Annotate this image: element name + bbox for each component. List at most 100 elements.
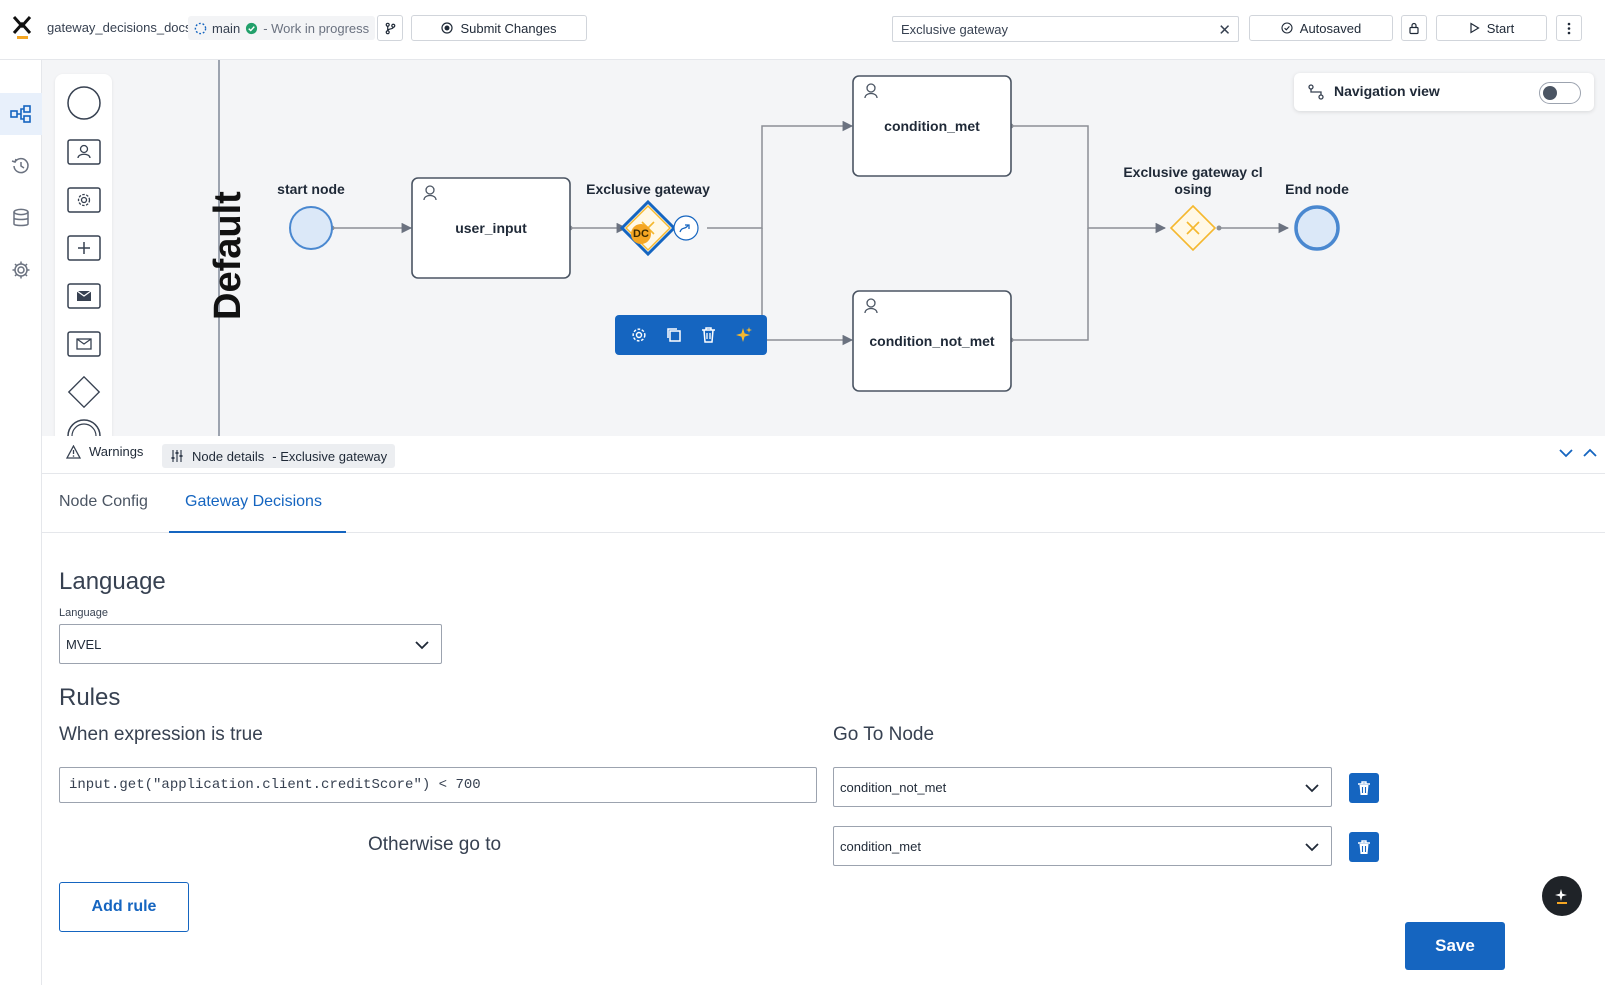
start-label: Start [1486,20,1515,36]
palette-subprocess[interactable] [67,231,101,265]
chevron-down-icon [1305,784,1319,793]
work-status: - Work in progress [263,20,370,36]
palette-start-event[interactable] [67,86,101,120]
chevron-down-icon [415,641,429,650]
delete-otherwise-button[interactable] [1349,832,1379,862]
go-to-node-label: Go To Node [833,724,935,745]
warnings-tab[interactable]: Warnings [66,444,143,459]
diamond-gateway-icon [67,375,101,409]
node-details-tab[interactable]: Node details - Exclusive gateway [162,444,396,468]
navigation-view-toggle[interactable] [1539,82,1581,104]
chevron-down-icon [1305,843,1319,852]
lock-button[interactable] [1401,15,1427,41]
rail-item-data[interactable] [0,197,42,239]
spinner-icon [194,22,207,34]
submit-changes-label: Submit Changes [460,20,557,36]
when-expression-label: When expression is true [59,724,263,745]
sliders-icon [171,450,183,462]
close-icon[interactable]: ✕ [1218,22,1231,39]
palette-gateway[interactable] [67,375,101,409]
end-node-label: End node [1285,181,1349,197]
check-circle-outline-icon [1281,22,1293,34]
flow-gateway-to-not-met [761,228,854,346]
rule-target-select[interactable]: condition_not_met [833,767,1332,807]
rail-item-history[interactable] [0,145,42,187]
condition-not-met-label: condition_not_met [869,333,995,349]
user-icon [423,185,437,201]
palette-receive-message[interactable] [67,327,101,361]
save-button[interactable]: Save [1405,922,1505,970]
settings-icon [12,261,30,279]
autosaved-label: Autosaved [1299,20,1362,36]
copy-icon[interactable] [662,323,686,347]
sparkle-ai-icon[interactable] [732,323,756,347]
message-receive-icon [67,331,101,357]
radio-dot-icon [441,22,454,34]
user-icon [864,298,878,314]
process-canvas[interactable]: Default [42,60,1605,436]
play-icon [1470,22,1480,34]
ai-assistant-button[interactable] [1542,876,1582,916]
navigation-view-label: Navigation view [1334,83,1440,99]
submit-changes-button[interactable]: Submit Changes [411,15,587,41]
flow-gateway-to-met [707,120,854,229]
user-input-task-shape [411,177,571,279]
settings-icon[interactable] [627,323,651,347]
node-details-label: Node details [192,448,265,464]
palette-send-message[interactable] [67,279,101,313]
more-options-button[interactable] [1556,15,1582,41]
process-diagram-icon [10,105,31,123]
toggle-knob [1543,86,1557,100]
circle-event-icon [67,86,101,120]
condition-met-task-shape [852,75,1012,177]
search-input[interactable]: Exclusive gateway ✕ [892,16,1239,42]
search-value: Exclusive gateway [901,21,1008,37]
closing-gateway-label: Exclusive gateway cl osing [1108,164,1278,198]
branch-name: main [212,20,241,36]
timer-event-icon [67,419,101,436]
language-heading: Language [59,568,166,595]
trash-icon[interactable] [697,323,721,347]
start-button[interactable]: Start [1436,15,1547,41]
plus-box-icon [67,235,101,261]
delete-rule-button[interactable] [1349,773,1379,803]
start-event-shape [289,206,333,250]
palette-user-task[interactable] [67,135,101,169]
history-icon [11,157,29,174]
language-select[interactable]: MVEL [59,624,442,664]
otherwise-label: Otherwise go to [368,834,502,855]
closing-gateway-label-line1: Exclusive gateway cl [1123,164,1263,180]
panel-resize-controls [1557,444,1599,462]
top-bar: gateway_decisions_docs main - Work in pr… [0,0,1605,60]
gateway-label: Exclusive gateway [586,181,710,197]
navigation-view-card: Navigation view [1294,73,1594,111]
active-tab-indicator [169,531,346,533]
tab-node-config[interactable]: Node Config [59,493,148,510]
route-icon [1308,84,1324,100]
palette-timer-event[interactable] [67,419,101,436]
palette-service-task[interactable] [67,183,101,217]
project-name[interactable]: gateway_decisions_docs [47,20,192,35]
autosaved-indicator[interactable]: Autosaved [1249,15,1393,41]
rail-item-settings[interactable] [0,249,42,291]
tab-gateway-decisions[interactable]: Gateway Decisions [185,493,322,510]
process-diagram [289,75,1340,392]
otherwise-target-value: condition_met [840,838,921,854]
rules-heading: Rules [59,684,121,711]
condition-met-label: condition_met [884,118,980,134]
dc-badge-label: DC [633,228,649,240]
flowx-logo[interactable] [10,14,34,40]
rail-item-process[interactable] [0,93,42,135]
otherwise-target-select[interactable]: condition_met [833,826,1332,866]
lock-icon [1409,22,1419,34]
flow-met-to-closing [1011,125,1167,234]
add-rule-button[interactable]: Add rule [59,882,189,932]
branch-status[interactable]: main - Work in progress [188,16,376,40]
details-panel-header: Warnings Node details - Exclusive gatewa… [42,436,1605,474]
trash-icon [1358,780,1370,795]
branch-button[interactable] [377,15,403,41]
chevron-down-icon[interactable] [1557,444,1575,462]
rule-expression-input[interactable] [59,767,817,803]
chevron-up-icon[interactable] [1581,444,1599,462]
swimlane-divider [218,60,220,436]
